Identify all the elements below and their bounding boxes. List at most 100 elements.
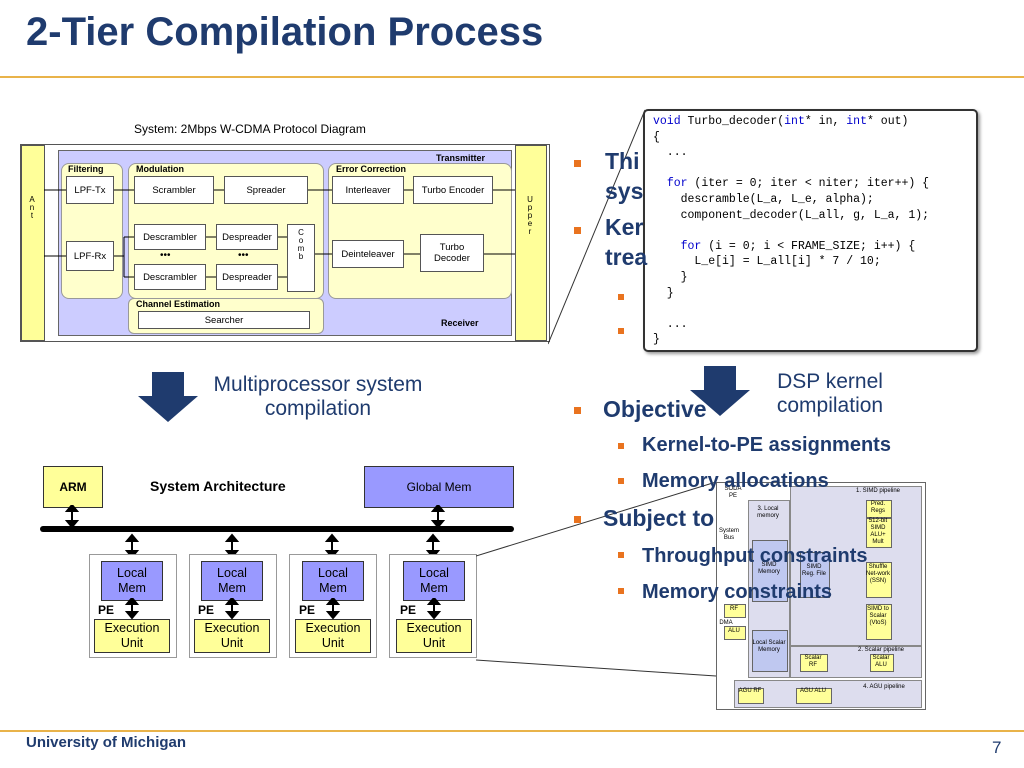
local-mem-1: Local Mem	[101, 561, 163, 601]
ellipsis-1: •••	[160, 250, 171, 261]
interleaver-block: Interleaver	[332, 176, 404, 204]
simd-reg-file-label: SIMD Reg. File	[801, 564, 826, 577]
code-line: ...	[653, 146, 688, 160]
protocol-diagram-title: System: 2Mbps W-CDMA Protocol Diagram	[134, 122, 366, 136]
simd-reg-file-block	[800, 552, 830, 598]
pe-internal-arrows	[124, 598, 442, 620]
scalar-rf-block	[800, 654, 828, 672]
upper-layers-bar-text: U p p e r	[527, 195, 533, 236]
descrambler-block-2: Descrambler	[134, 264, 206, 290]
combiner-text: C o m b	[297, 228, 305, 261]
combiner-block: C o m b	[287, 224, 315, 292]
bullet-memory-alloc: Memory allocations	[642, 470, 829, 492]
scalar-memory-label: Local Scalar Memory	[752, 640, 786, 653]
soda-callout-lines	[476, 481, 717, 677]
bullet-square	[618, 294, 624, 300]
simd-memory-label: SIMD Memory	[758, 562, 780, 575]
dma-label: DMA	[719, 620, 733, 626]
code-line: component_decoder(L_all, g, L_a, 1);	[653, 208, 930, 222]
arm-box: ARM	[43, 466, 103, 508]
alu-block	[724, 626, 746, 640]
lpf-rx-block: LPF-Rx	[66, 241, 114, 271]
down-arrow-icon	[690, 366, 750, 416]
bullet-square	[618, 328, 624, 334]
bullet-throughput: Throughput constraints	[642, 545, 868, 567]
bullet-subject-to: Subject to	[603, 505, 715, 531]
code-line: void Turbo_decoder(int* in, int* out)	[653, 115, 909, 128]
bus-arrows	[64, 505, 446, 557]
filtering-label: Filtering	[68, 164, 104, 174]
agu-pipeline-label: 4. AGU pipeline	[863, 684, 905, 690]
code-line: descramble(L_a, L_e, alpha);	[653, 192, 874, 206]
code-line: {	[653, 130, 660, 144]
execution-unit-4: Execution Unit	[396, 619, 472, 653]
scrambler-block: Scrambler	[134, 176, 214, 204]
antenna-bar	[21, 145, 45, 341]
channel-estimation-label: Channel Estimation	[136, 299, 221, 309]
system-architecture-label: System Architecture	[150, 478, 286, 494]
code-lines: void Turbo_decoder(int* in, int* out) { .…	[653, 114, 968, 348]
rf-block	[724, 604, 746, 618]
scalar-alu-block	[870, 654, 894, 672]
despreader-block-2: Despreader	[216, 264, 278, 290]
turbo-decoder-block: Turbo Decoder	[420, 234, 484, 272]
code-line: }	[653, 286, 674, 300]
bullet-square	[618, 443, 624, 449]
alu-label: ALU	[728, 628, 740, 634]
bullet-square	[574, 160, 581, 167]
simd-to-scalar-label: SIMD to Scalar (VtoS)	[867, 606, 889, 626]
caption-multiprocessor: Multiprocessor system compilation	[213, 373, 423, 420]
simd-to-scalar-block	[866, 604, 892, 640]
despreader-block-1: Despreader	[216, 224, 278, 250]
code-line: ...	[653, 317, 688, 331]
turbo-encoder-block: Turbo Encoder	[413, 176, 493, 204]
code-line	[653, 301, 968, 317]
bullet-square	[574, 516, 581, 523]
down-arrow-icon	[138, 372, 198, 422]
execution-unit-3: Execution Unit	[295, 619, 371, 653]
bullet-square	[618, 588, 624, 594]
bullet-objective: Objective	[603, 396, 707, 422]
execution-unit-1: Execution Unit	[94, 619, 170, 653]
callout-lines	[548, 109, 646, 345]
system-bus	[40, 526, 514, 532]
pe-label-4: PE	[400, 603, 417, 617]
pred-regs-block	[866, 500, 892, 518]
bullet-hidden-2: Ker	[605, 214, 644, 240]
bullet-square	[618, 552, 624, 558]
searcher-block: Searcher	[138, 311, 310, 329]
spreader-block: Spreader	[224, 176, 308, 204]
code-line: }	[653, 270, 688, 284]
execution-unit-2: Execution Unit	[194, 619, 270, 653]
scalar-alu-label: Scalar ALU	[872, 655, 890, 668]
simd-alu-label: 512-bit SIMD ALU+ Mult	[868, 518, 888, 545]
deinteleaver-block: Deinteleaver	[332, 240, 404, 268]
receiver-label: Receiver	[441, 318, 479, 328]
agu-rf-label: AGU RF	[738, 688, 762, 694]
footer-university: University of Michigan	[26, 734, 187, 751]
soda-pe-label: SODA PE	[724, 486, 742, 499]
bullet-hidden-1: Thi	[605, 148, 640, 174]
pe-label-1: PE	[98, 603, 115, 617]
code-line: for (i = 0; i < FRAME_SIZE; i++) {	[680, 239, 916, 253]
caption-dsp-kernel: DSP kernel compilation	[776, 370, 884, 417]
scalar-rf-label: Scalar RF	[804, 655, 822, 668]
title-rule	[0, 76, 1024, 78]
simd-alu-block	[866, 518, 892, 548]
code-line: for (iter = 0; iter < niter; iter++) {	[666, 177, 930, 191]
bullet-hidden-2b: trea	[605, 244, 648, 270]
pe-label-3: PE	[299, 603, 316, 617]
agu-alu-block	[796, 688, 832, 704]
agu-rf-block	[738, 688, 764, 704]
scalar-pipeline-label: 2. Scalar pipeline	[857, 647, 905, 653]
lpf-tx-block: LPF-Tx	[66, 176, 114, 204]
code-box: void Turbo_decoder(int* in, int* out) { .…	[643, 109, 978, 352]
shuffle-network-block	[866, 562, 892, 598]
bullet-square	[574, 227, 581, 234]
local-mem-3: Local Mem	[302, 561, 364, 601]
descrambler-block-1: Descrambler	[134, 224, 206, 250]
bullet-square	[618, 478, 624, 484]
page-number: 7	[992, 738, 1002, 757]
modulation-label: Modulation	[136, 164, 184, 174]
bullet-memory-constraints: Memory constraints	[642, 581, 833, 603]
